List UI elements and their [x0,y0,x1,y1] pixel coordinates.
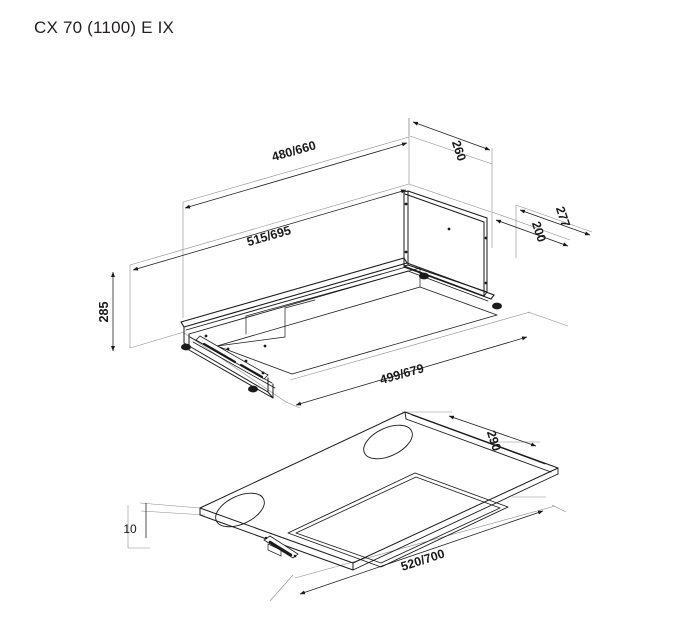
dim-label-499-679: 499/679 [378,361,425,387]
mounting-points [181,202,502,393]
front-panel-geometry [199,411,559,571]
dim-label-260: 260 [449,139,469,163]
hood-body-geometry [180,190,498,399]
dim-line-260 [412,121,491,151]
control-strip-lower [263,535,299,559]
lamp-cutout-right [363,424,413,460]
lamp-cutouts [215,424,413,528]
dim-label-285: 285 [97,302,111,323]
dim-label-480-660: 480/660 [270,138,317,164]
dimension-lines-lower [299,415,544,595]
dim-label-10: 10 [123,522,137,536]
lamp-cutout-left [215,492,265,528]
dim-label-520-700: 520/700 [399,547,446,574]
dim-line-520-700 [299,510,544,595]
dim-line-200 [495,219,569,247]
lower-isometric-view: 290 10 520/700 [123,411,567,602]
control-strip-upper [195,335,269,380]
dim-line-499-679 [295,336,528,406]
upper-isometric-view: 480/660 260 515/695 277 200 285 499/679 [97,118,593,409]
dim-label-515-695: 515/695 [245,223,292,249]
dim-line-290 [448,415,537,447]
projection-lines [129,118,593,409]
page-title: CX 70 (1100) E IX [34,18,175,37]
dim-line-515-695 [132,189,407,271]
dim-label-200: 200 [529,220,549,244]
dim-label-290: 290 [484,429,504,453]
dim-label-277: 277 [553,205,573,229]
dimension-lines [111,121,591,406]
